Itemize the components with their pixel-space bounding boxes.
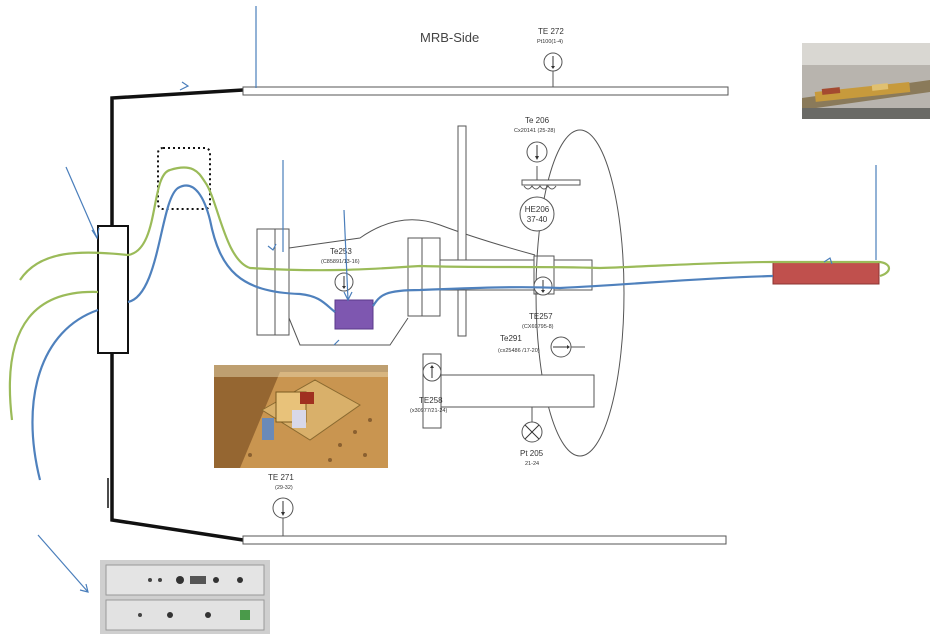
top-bar bbox=[243, 87, 728, 95]
te272-name: TE 272 bbox=[538, 27, 564, 36]
te206-code: Cx20141 (25-28) bbox=[514, 128, 555, 134]
bottom-bar bbox=[243, 536, 726, 544]
he206-code: 37-40 bbox=[527, 215, 548, 224]
te258-code: (x30977/21-24) bbox=[410, 408, 447, 414]
sensor-te257-symbol bbox=[534, 277, 552, 295]
heater-he206: HE206 37-40 bbox=[520, 197, 554, 231]
cryostat-rod-photo bbox=[802, 43, 930, 119]
te272-code: Pt100(1-4) bbox=[537, 39, 563, 45]
sensor-te291-symbol bbox=[551, 337, 585, 357]
sensor-te253-symbol bbox=[335, 273, 353, 291]
pt205-code: 21-24 bbox=[525, 461, 539, 467]
he206-name: HE206 bbox=[525, 205, 550, 214]
purple-sample-block bbox=[335, 300, 373, 329]
rack-electronics-photo bbox=[100, 560, 270, 634]
blue-cable bbox=[32, 186, 773, 480]
te291-code: (cx25486 /17-20) bbox=[498, 348, 540, 354]
red-sample-block bbox=[773, 262, 879, 284]
te291-name: Te291 bbox=[500, 334, 522, 343]
te253-code: (C85891/13-16) bbox=[321, 259, 360, 265]
te258-name: TE258 bbox=[419, 396, 443, 405]
gold-sample-stage-photo bbox=[214, 365, 388, 468]
te257-code: (CX69795-8) bbox=[522, 324, 554, 330]
diagram-title: MRB-Side bbox=[420, 30, 479, 45]
sensor-te206-symbol bbox=[527, 142, 547, 162]
sensor-pt205-symbol bbox=[522, 407, 542, 442]
te257-name: TE257 bbox=[529, 312, 553, 321]
te253-name: Te253 bbox=[330, 247, 352, 256]
te206-name: Te 206 bbox=[525, 116, 550, 125]
te271-name: TE 271 bbox=[268, 473, 294, 482]
sensor-te258-symbol bbox=[423, 363, 441, 381]
sensor-te271-symbol bbox=[273, 498, 293, 536]
feedthrough-connector bbox=[98, 226, 128, 353]
te271-code: (29-32) bbox=[275, 485, 293, 491]
sensor-te272-symbol bbox=[544, 53, 562, 87]
pt205-name: Pt 205 bbox=[520, 449, 544, 458]
